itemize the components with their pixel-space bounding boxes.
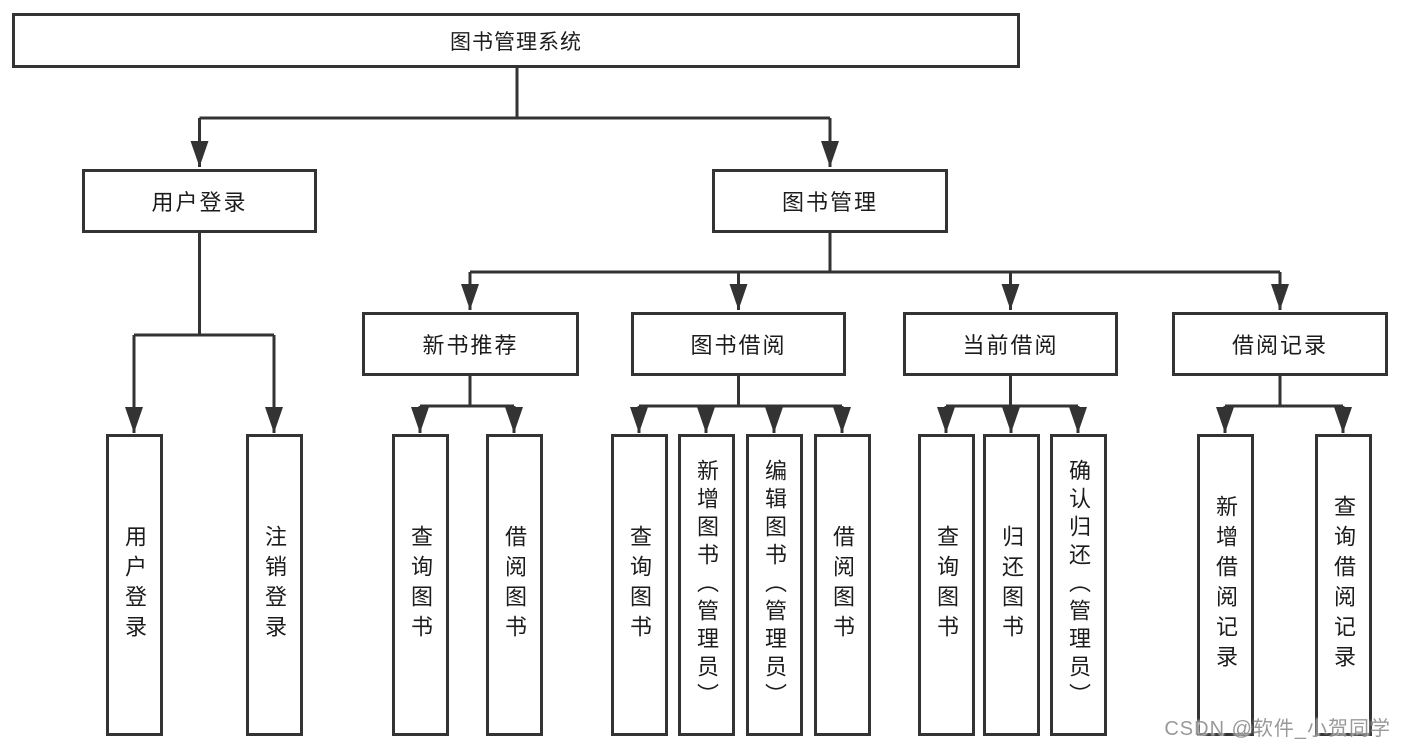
- watermark-text: CSDN @软件_小贺同学: [1164, 718, 1391, 740]
- leaf-edit-book-admin: 编辑图书（管理员）: [745, 434, 803, 736]
- leaf-user-login: 用户登录: [105, 434, 163, 736]
- leaf-logout: 注销登录: [245, 434, 303, 736]
- leaf-query-books-borrow: 查询图书: [610, 434, 668, 736]
- leaf-return-books: 归还图书: [982, 434, 1040, 736]
- node-book-borrowing: 图书借阅: [631, 312, 846, 376]
- node-new-book-recommendation: 新书推荐: [362, 312, 579, 376]
- node-user-login-branch: 用户登录: [82, 169, 317, 233]
- node-current-borrowing: 当前借阅: [903, 312, 1118, 376]
- leaf-query-books-recommend: 查询图书: [391, 434, 449, 736]
- leaf-query-borrow-record: 查询借阅记录: [1314, 434, 1372, 736]
- leaf-confirm-return-admin: 确认归还（管理员）: [1049, 434, 1107, 736]
- node-borrowing-records: 借阅记录: [1172, 312, 1388, 376]
- leaf-add-borrow-record: 新增借阅记录: [1196, 434, 1254, 736]
- leaf-add-book-admin: 新增图书（管理员）: [677, 434, 735, 736]
- node-book-management-branch: 图书管理: [712, 169, 948, 233]
- leaf-query-books-current: 查询图书: [917, 434, 975, 736]
- node-library-system: 图书管理系统: [12, 13, 1020, 68]
- leaf-borrow-books: 借阅图书: [813, 434, 871, 736]
- leaf-borrow-books-recommend: 借阅图书: [485, 434, 543, 736]
